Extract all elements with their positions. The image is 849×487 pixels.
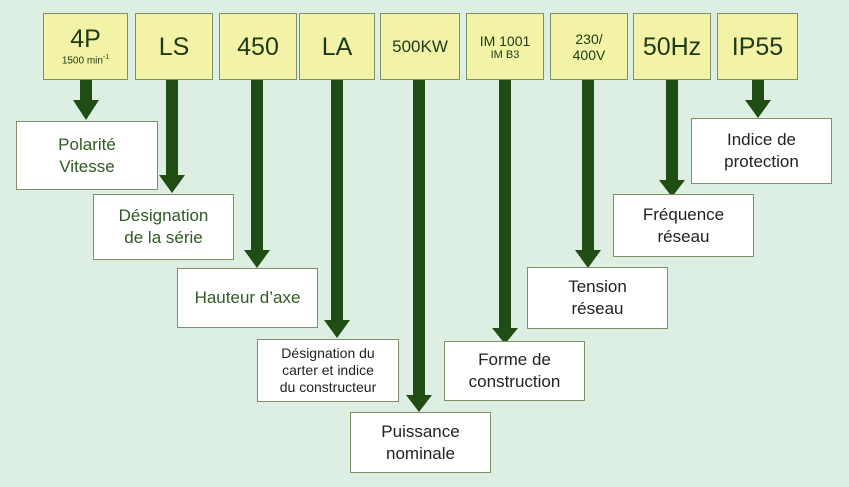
arrow-power bbox=[406, 80, 432, 412]
code-mounting-text: IM 1001 bbox=[479, 32, 531, 49]
arrow-mounting bbox=[492, 80, 518, 344]
label-frame-line1: Désignation du bbox=[281, 345, 375, 361]
label-frequency-line1: Fréquence bbox=[642, 204, 725, 224]
code-mounting-sub: IM B3 bbox=[490, 48, 520, 61]
label-polarity-line1: Polarité bbox=[58, 134, 116, 154]
arrow-frame bbox=[324, 80, 350, 338]
code-shaft-height-text: 450 bbox=[237, 32, 279, 61]
code-box-voltage: 230/ 400V bbox=[550, 13, 628, 80]
code-box-series: LS bbox=[135, 13, 213, 80]
code-voltage-text: 230/ bbox=[575, 30, 603, 47]
code-protection-text: IP55 bbox=[731, 32, 784, 61]
label-box-polarity: Polarité Vitesse bbox=[16, 121, 158, 190]
label-box-frequency: Fréquence réseau bbox=[613, 194, 754, 257]
label-box-mounting: Forme de construction bbox=[444, 341, 585, 401]
label-box-series: Désignation de la série bbox=[93, 194, 234, 260]
arrow-voltage bbox=[575, 80, 601, 268]
code-frequency-text: 50Hz bbox=[642, 32, 702, 61]
label-voltage-line2: réseau bbox=[571, 299, 624, 318]
code-box-frequency: 50Hz bbox=[633, 13, 711, 80]
label-frequency-line2: réseau bbox=[657, 226, 710, 246]
code-frame-text: LA bbox=[321, 32, 353, 61]
label-voltage-line1: Tension bbox=[568, 277, 627, 296]
label-polarity-line2: Vitesse bbox=[59, 156, 115, 176]
label-protection-line2: protection bbox=[724, 152, 799, 171]
code-box-protection: IP55 bbox=[717, 13, 798, 80]
label-mounting-line1: Forme de bbox=[478, 350, 551, 369]
label-protection-line1: Indice de bbox=[727, 130, 796, 149]
code-box-frame: LA bbox=[299, 13, 375, 80]
label-power-line2: nominale bbox=[386, 443, 455, 463]
label-box-shaft-height: Hauteur d’axe bbox=[177, 268, 318, 328]
arrow-shaft-height bbox=[244, 80, 270, 268]
label-series-line2: de la série bbox=[124, 228, 203, 247]
label-power-line1: Puissance bbox=[381, 421, 460, 441]
arrow-polarity bbox=[73, 80, 99, 120]
code-power-text: 500KW bbox=[392, 36, 448, 56]
arrow-protection bbox=[745, 80, 771, 118]
code-box-polarity: 4P 1500 min-1 bbox=[43, 13, 128, 80]
code-box-mounting: IM 1001 IM B3 bbox=[466, 13, 544, 80]
label-box-power: Puissance nominale bbox=[350, 412, 491, 473]
label-frame-line3: du constructeur bbox=[279, 379, 377, 395]
code-polarity-speed: 1500 min-1 bbox=[61, 53, 110, 67]
label-shaft-height-line1: Hauteur d’axe bbox=[194, 288, 301, 307]
arrow-frequency bbox=[659, 80, 685, 197]
label-box-voltage: Tension réseau bbox=[527, 267, 668, 329]
label-frame-line2: carter et indice bbox=[282, 362, 374, 378]
code-series-text: LS bbox=[158, 32, 190, 61]
label-box-protection: Indice de protection bbox=[691, 118, 832, 184]
code-voltage-sub: 400V bbox=[572, 46, 606, 63]
code-box-shaft-height: 450 bbox=[219, 13, 297, 80]
label-series-line1: Désignation bbox=[118, 206, 209, 225]
code-box-power: 500KW bbox=[380, 13, 460, 80]
code-polarity-text: 4P bbox=[70, 24, 101, 53]
label-mounting-line2: construction bbox=[468, 372, 561, 391]
label-box-frame: Désignation du carter et indice du const… bbox=[257, 339, 399, 402]
arrow-series bbox=[159, 80, 185, 193]
